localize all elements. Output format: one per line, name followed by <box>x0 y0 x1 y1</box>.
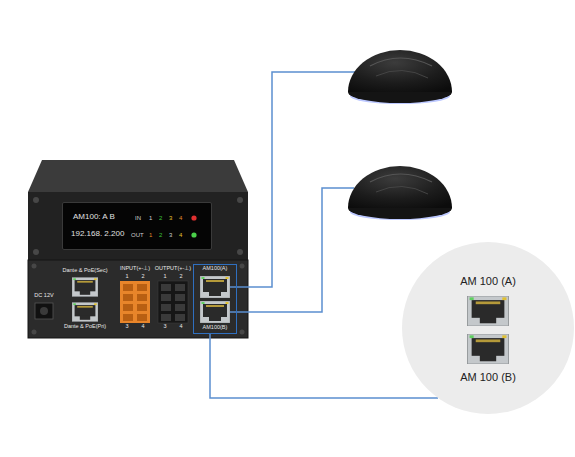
output-terminal <box>158 281 188 323</box>
node-text: AM100(B) <box>194 325 236 331</box>
rj45-port <box>72 277 98 296</box>
rj45-port <box>468 334 509 364</box>
device-top <box>28 160 248 192</box>
panel-label: 1 <box>125 274 128 280</box>
rj45-port <box>200 276 230 298</box>
panel-label: 2 <box>179 274 182 280</box>
dc-jack <box>40 307 48 315</box>
node-text: 3 <box>169 215 172 221</box>
dc-jack <box>35 303 53 319</box>
screw <box>237 249 243 255</box>
rj45-port <box>468 296 509 326</box>
mic-cable <box>230 72 356 287</box>
panel-label: 3 <box>163 324 166 330</box>
zoom-circle: AM 100 (A) AM 100 (B) <box>402 242 574 414</box>
node-text: AM100: A B <box>73 213 115 221</box>
node-text: 2 <box>159 232 162 238</box>
node-text: OUT <box>131 232 144 238</box>
node-text: IN <box>135 215 141 221</box>
port-highlight: AM100(A) AM100(B) <box>193 264 237 334</box>
node-text: 4 <box>179 232 182 238</box>
display-panel: AM100: A B192.168. 2.200IN1234OUT1234 <box>62 202 212 250</box>
node-text: 3 <box>169 232 172 238</box>
input-terminal <box>120 281 150 323</box>
device-rear <box>28 260 248 338</box>
screw <box>32 330 37 335</box>
panel-label: 3 <box>125 324 128 330</box>
screw <box>32 264 37 269</box>
mic-cable <box>230 188 354 312</box>
device-housing <box>28 160 248 338</box>
node-text: AM 100 (A) <box>402 276 574 287</box>
panel-label: 1 <box>163 274 166 280</box>
led-layer <box>63 203 213 251</box>
zoom-circle-fill <box>402 242 574 414</box>
node-text: AM100(A) <box>194 266 236 272</box>
screw <box>237 197 243 203</box>
panel-label: 2 <box>141 274 144 280</box>
node-text: 4 <box>179 215 182 221</box>
status-led <box>191 232 196 237</box>
device-front <box>28 192 248 260</box>
panel-label: DC 12V <box>34 293 53 299</box>
node-text: 1 <box>149 232 152 238</box>
screw <box>240 330 245 335</box>
microphone <box>348 50 452 104</box>
node-text: 1 <box>149 215 152 221</box>
node-text: 192.168. 2.200 <box>71 230 124 238</box>
zoom-circle-outline <box>402 242 574 414</box>
rj45-port <box>72 302 98 321</box>
screw <box>240 264 245 269</box>
panel-label: 4 <box>141 324 144 330</box>
rj45-port <box>200 301 230 323</box>
screw <box>33 249 39 255</box>
panel-label: OUTPUT(+-⊥) <box>155 266 191 272</box>
microphone <box>348 166 452 220</box>
panel-label: Dante & PoE(Pri) <box>64 324 106 330</box>
panel-label: Dante & PoE(Sec) <box>63 268 108 274</box>
status-led <box>191 215 196 220</box>
panel-label: 4 <box>179 324 182 330</box>
node-text: AM 100 (B) <box>402 372 574 383</box>
screw <box>33 197 39 203</box>
panel-label: INPUT(+-⊥) <box>120 266 150 272</box>
node-text: 2 <box>159 215 162 221</box>
